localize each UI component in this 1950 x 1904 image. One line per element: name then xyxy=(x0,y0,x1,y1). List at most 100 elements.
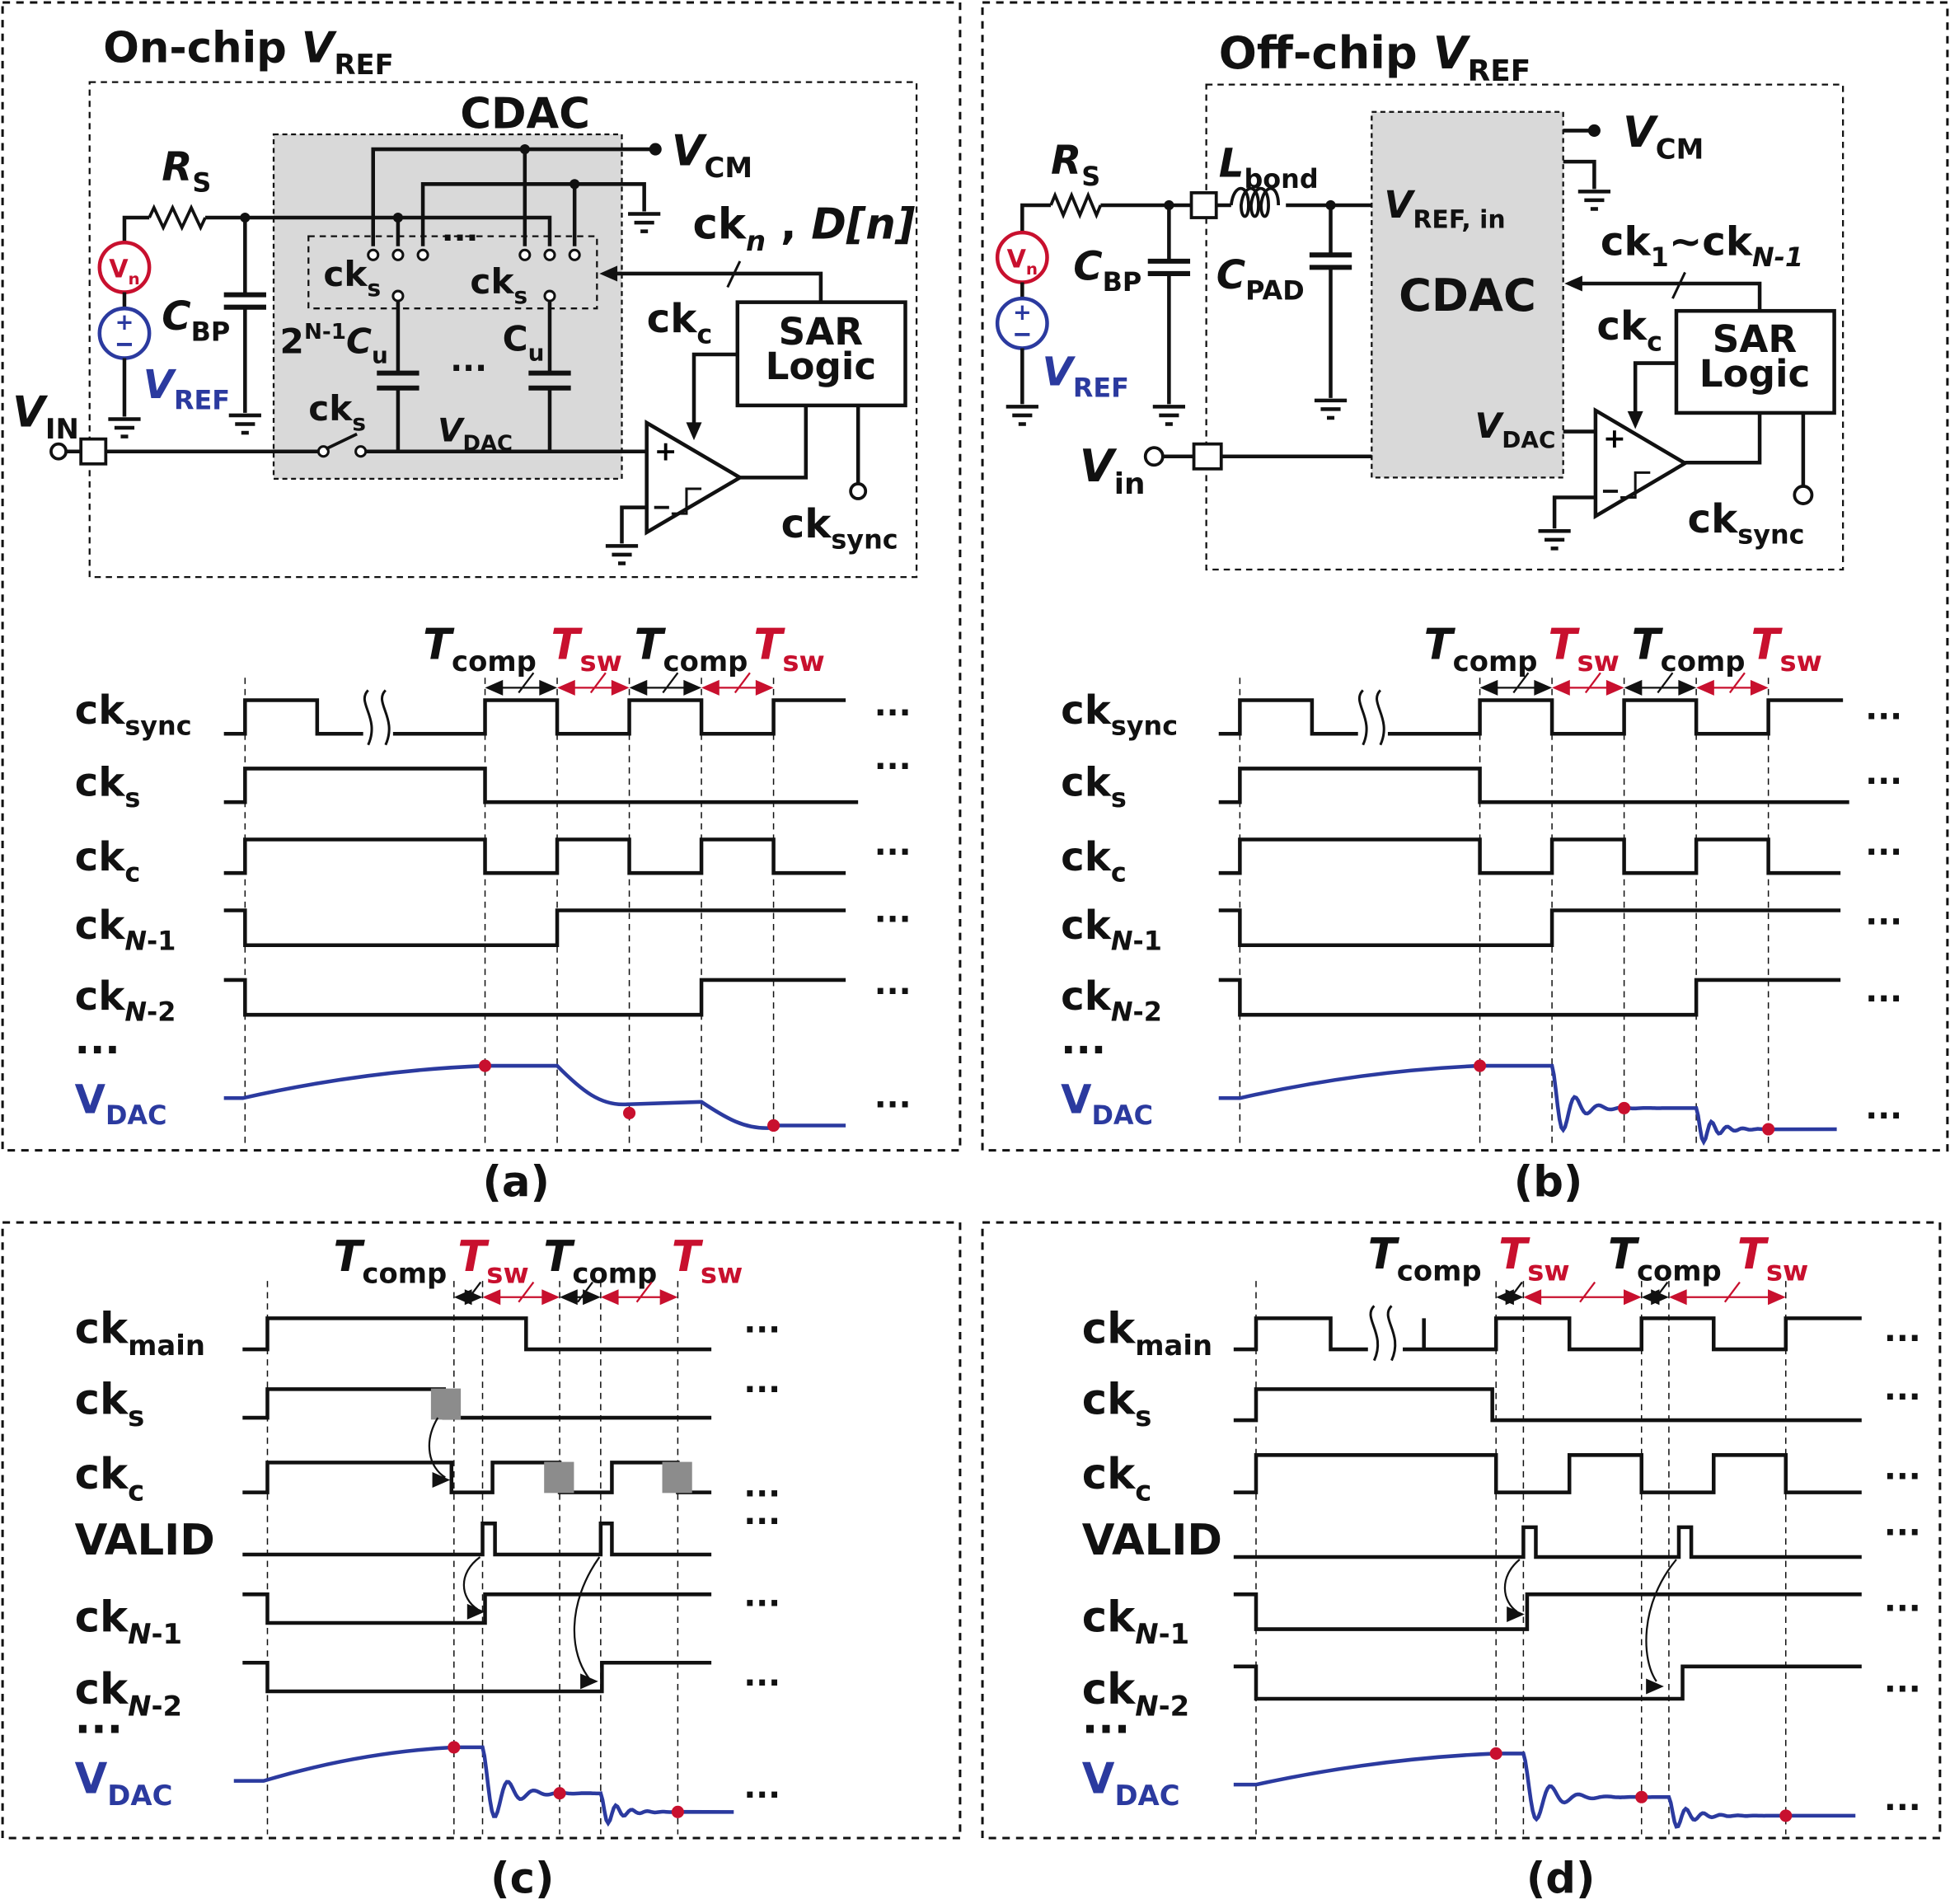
sar-label-part: Logic xyxy=(1699,352,1811,396)
msb-cap-label-part: 2 xyxy=(280,321,304,362)
arrowhead-icon xyxy=(701,679,720,696)
vdac-label-part: V xyxy=(438,413,465,450)
tcomp-label-part: T xyxy=(1424,621,1456,670)
switch-terminal xyxy=(518,248,532,261)
signal-label-ckn1-part: N xyxy=(128,1618,151,1650)
vcm-label: VCM xyxy=(1623,108,1704,165)
continuation-ellipsis: ··· xyxy=(1884,1459,1921,1496)
msb-cap-label-part: C xyxy=(346,321,372,362)
continuation-ellipsis-part: ··· xyxy=(1884,1379,1921,1416)
cksync-wave xyxy=(1387,698,1844,736)
vdac-label-part: DAC xyxy=(1502,426,1555,453)
arrowhead-icon xyxy=(560,1289,578,1306)
signal-label-ckmain-part: ck xyxy=(1082,1305,1137,1354)
hysteresis-icon xyxy=(1620,471,1651,499)
interval-leader xyxy=(465,1281,482,1303)
transition-uncertainty-box xyxy=(544,1461,574,1494)
signal-label-ckn1-part: ck xyxy=(75,1593,129,1643)
signal-label-cks-part: ck xyxy=(75,760,127,806)
panel-label-a: (a) xyxy=(483,1157,550,1207)
tsw-label: Tsw xyxy=(1498,1230,1569,1287)
rs-label-part: R xyxy=(162,144,192,190)
cbp-label-part: BP xyxy=(191,316,231,347)
panel-c: (c) xyxy=(1,1221,962,1903)
signal-label-ckn1-part: ck xyxy=(1061,903,1113,949)
arrowhead-icon xyxy=(1668,1289,1687,1306)
bus-slash xyxy=(1671,271,1686,299)
continuation-ellipsis-part: ··· xyxy=(743,1585,780,1622)
tsw-label-part: sw xyxy=(1779,645,1821,678)
signal-label-ckmain-part: ck xyxy=(75,1305,129,1354)
continuation-ellipsis: ··· xyxy=(743,1372,780,1409)
signal-label-ckn1-part: N xyxy=(1111,926,1133,957)
signal-label-vdac-part: DAC xyxy=(105,1100,166,1131)
tsw-label-part: T xyxy=(1549,621,1581,670)
continuation-ellipsis: ··· xyxy=(743,1585,780,1622)
ckmain-wave xyxy=(242,1316,712,1352)
continuation-ellipsis-part: ··· xyxy=(743,1476,780,1513)
interval-leader xyxy=(1579,1281,1596,1303)
panel-label-d-part: (d) xyxy=(1526,1854,1596,1903)
vcm-label-part: V xyxy=(1623,108,1659,157)
cks-wave xyxy=(1233,1387,1862,1423)
arrowhead-icon xyxy=(1523,1289,1542,1306)
vn-label-part: n xyxy=(1026,260,1038,279)
ck-bus xyxy=(1579,281,1762,312)
gnd-wire xyxy=(1563,159,1596,190)
signal-label-ckn2-part: -2 xyxy=(1159,1690,1190,1722)
ckc-label: ckc xyxy=(1596,303,1662,358)
continuation-ellipsis: ··· xyxy=(1884,1672,1921,1709)
signal-label-cks-part: s xyxy=(124,782,140,814)
ckc-label-part: ck xyxy=(647,296,699,342)
ckc-wave xyxy=(242,1461,712,1494)
cks-label-3: cks xyxy=(308,388,366,436)
ckn1-wave xyxy=(223,908,846,947)
signal-label-ckc: ckc xyxy=(1061,834,1127,889)
ckn1-wave xyxy=(1218,908,1841,947)
circuit-title-part: REF xyxy=(1468,54,1531,88)
time-break-icon xyxy=(1369,1305,1397,1362)
vin-terminal xyxy=(49,442,68,461)
signal-label-ckn1-part: -1 xyxy=(1159,1618,1190,1650)
interval-leader xyxy=(1652,1281,1669,1303)
signal-label-cks-part: ck xyxy=(75,1376,129,1425)
vin-label: Vin xyxy=(1080,440,1146,501)
interval-leader xyxy=(635,1281,653,1303)
panel-a-frame xyxy=(1,1,962,1152)
transition-uncertainty-box xyxy=(430,1388,462,1420)
tcomp-label: Tcomp xyxy=(1424,621,1538,678)
signal-label-more: ··· xyxy=(1082,1705,1130,1754)
signal-label-ckn1: ckN-1 xyxy=(1061,903,1162,957)
cdac-block xyxy=(1371,110,1564,479)
cpad-label-part: C xyxy=(1216,252,1245,298)
cdac-label: CDAC xyxy=(460,89,590,138)
panel-label-c-part: (c) xyxy=(490,1854,554,1903)
tcomp-label: Tcomp xyxy=(423,621,537,678)
vdac-waveform xyxy=(1233,1752,1856,1829)
circuit-title-part: REF xyxy=(334,49,393,81)
tsw-label-part: T xyxy=(672,1232,704,1282)
sample-point-marker xyxy=(1474,1059,1487,1072)
plus-input-sign: + xyxy=(654,434,677,467)
signal-label-more-part: ··· xyxy=(75,1027,120,1073)
plus-sign: + xyxy=(115,310,134,335)
switch-terminal xyxy=(367,248,380,261)
cdac-label-part: CDAC xyxy=(460,89,590,138)
continuation-ellipsis-part: ··· xyxy=(743,1503,780,1541)
signal-label-ckc-part: c xyxy=(128,1475,144,1507)
vn-label-part: V xyxy=(109,255,129,284)
tcomp-label-part: T xyxy=(543,1232,575,1282)
continuation-ellipsis: ··· xyxy=(874,973,912,1011)
ckc-label-part: c xyxy=(696,318,712,349)
vdac-waveform xyxy=(233,1745,734,1827)
tcomp-label-part: comp xyxy=(362,1257,447,1289)
continuation-ellipsis: ··· xyxy=(874,902,912,939)
cks-label-3-part: ck xyxy=(308,388,353,429)
continuation-ellipsis: ··· xyxy=(743,1476,780,1513)
continuation-ellipsis-part: ··· xyxy=(1884,1320,1921,1358)
sar-label-part: Logic xyxy=(766,345,877,388)
tsw-label-part: T xyxy=(457,1232,490,1282)
continuation-ellipsis-part: ··· xyxy=(1865,834,1902,871)
signal-label-vdac: VDAC xyxy=(75,1076,167,1131)
